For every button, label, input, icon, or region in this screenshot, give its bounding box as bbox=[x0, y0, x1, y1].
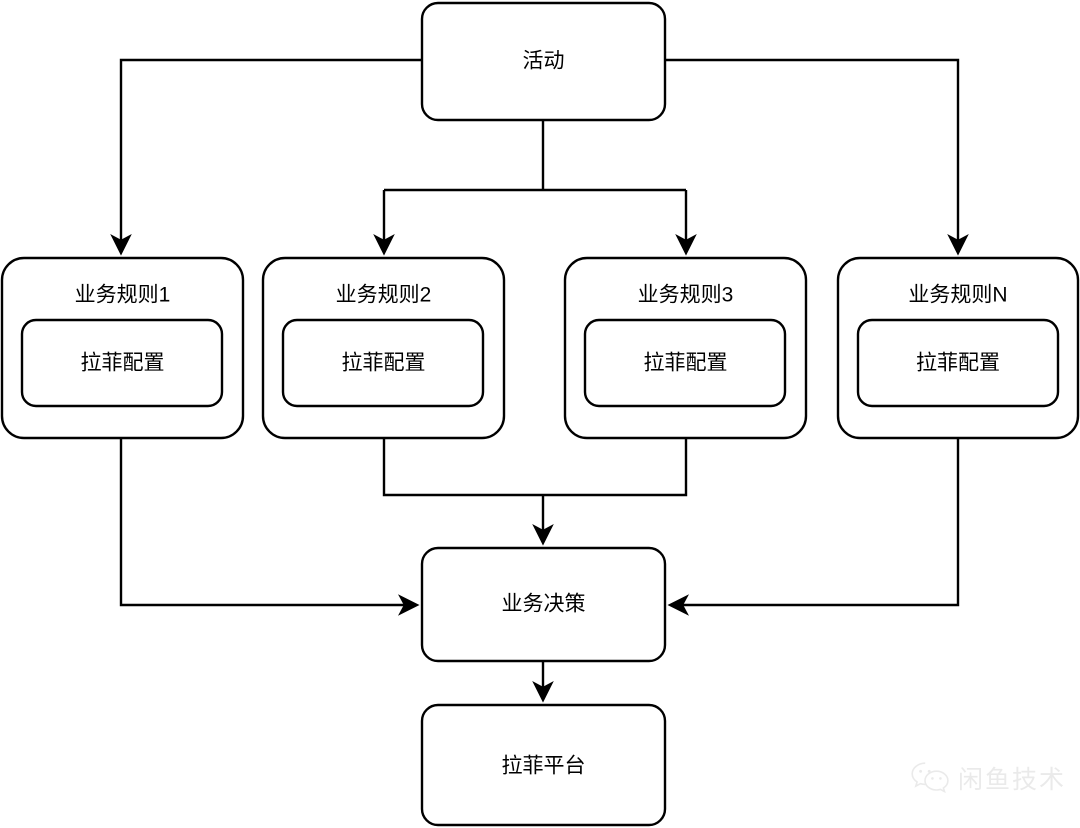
node-rule-n-config-box[interactable] bbox=[856, 318, 1060, 408]
node-rule-3[interactable]: 业务规则3 拉菲配置 bbox=[563, 256, 808, 440]
node-platform-box[interactable] bbox=[420, 703, 667, 827]
node-rule-1-config-label: 拉菲配置 bbox=[81, 352, 165, 375]
node-rule-n-config-label: 拉菲配置 bbox=[916, 352, 1000, 375]
edge-ruleN-to-decision bbox=[667, 438, 960, 616]
edge-rule1-to-decision bbox=[119, 438, 420, 616]
node-activity-box[interactable] bbox=[420, 1, 667, 122]
edge-activity-to-rule1 bbox=[110, 58, 422, 256]
node-rule-1-label: 业务规则1 bbox=[75, 284, 171, 307]
node-decision[interactable]: 业务决策 bbox=[420, 546, 667, 663]
connector-group bbox=[110, 58, 969, 703]
node-activity[interactable]: 活动 bbox=[420, 1, 667, 122]
node-rule-2-config-label: 拉菲配置 bbox=[342, 352, 426, 375]
node-platform[interactable]: 拉菲平台 bbox=[420, 703, 667, 827]
node-rule-1-config-box[interactable] bbox=[20, 318, 224, 408]
node-rule-n-label: 业务规则N bbox=[908, 284, 1007, 307]
edge-activity-to-ruleN bbox=[665, 58, 969, 256]
node-rule-1[interactable]: 业务规则1 拉菲配置 bbox=[0, 256, 245, 440]
node-platform-label: 拉菲平台 bbox=[502, 755, 586, 778]
node-rule-2-label: 业务规则2 bbox=[336, 284, 432, 307]
node-rule-3-config-label: 拉菲配置 bbox=[644, 352, 728, 375]
node-decision-label: 业务决策 bbox=[502, 593, 586, 616]
node-decision-box[interactable] bbox=[420, 546, 667, 663]
node-activity-label: 活动 bbox=[523, 50, 565, 73]
node-rule-2[interactable]: 业务规则2 拉菲配置 bbox=[261, 256, 506, 440]
node-rule-3-config-box[interactable] bbox=[583, 318, 787, 408]
node-rule-n[interactable]: 业务规则N 拉菲配置 bbox=[836, 256, 1080, 440]
node-rule-2-config-box[interactable] bbox=[281, 318, 485, 408]
node-rule-3-label: 业务规则3 bbox=[638, 284, 734, 307]
edge-rule23-merge-bar bbox=[382, 438, 688, 497]
